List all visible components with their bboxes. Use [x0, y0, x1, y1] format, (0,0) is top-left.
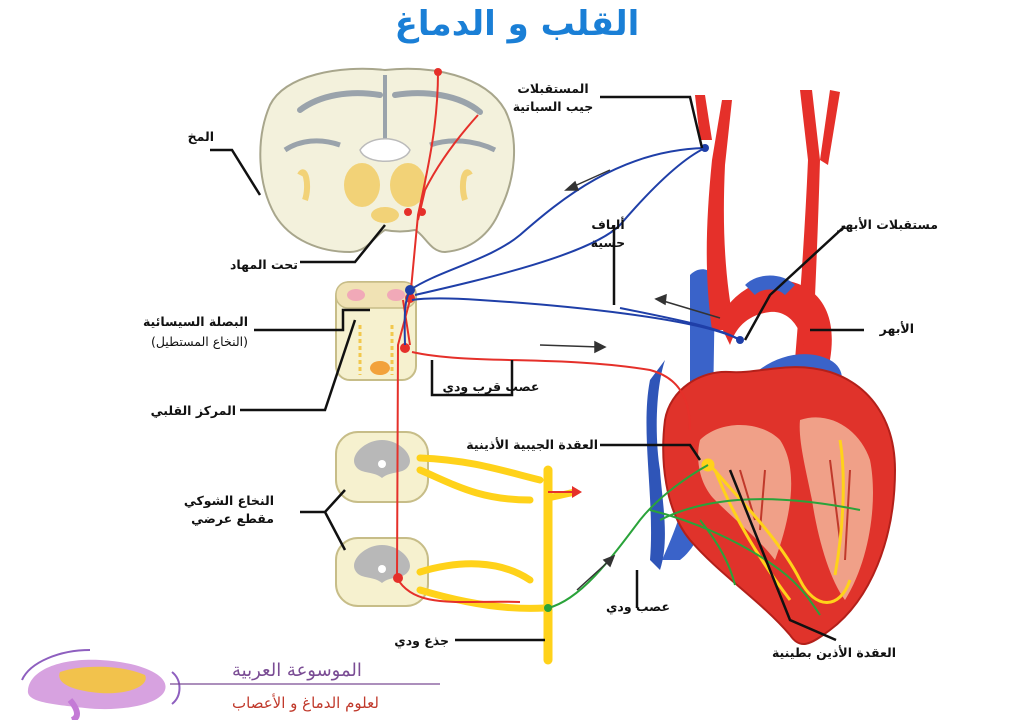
- brand-logo-icon: [21, 649, 181, 720]
- aortic-receptor-node: [736, 336, 744, 344]
- sympathetic-chain: [416, 454, 579, 665]
- leader-lines: [210, 95, 864, 642]
- medulla-node: [405, 285, 415, 295]
- label-aorta: الأبهر: [879, 321, 914, 336]
- medulla-section: [335, 281, 417, 381]
- label-sa-node: العقدة الجيبية الأذينية: [466, 437, 598, 452]
- label-av-node: العقدة الأذين بطينية: [771, 645, 896, 660]
- carotid-receptor-node: [701, 144, 709, 152]
- label-medulla: البصلة السيسائية: [142, 314, 248, 329]
- brand-tagline: لعلوم الدماغ و الأعصاب: [232, 694, 379, 712]
- efferent-nerves: [396, 71, 691, 603]
- direction-arrows: [539, 169, 721, 591]
- page-title: القلب و الدماغ: [394, 4, 640, 44]
- label-vagal-trunk: جذع ودي: [394, 633, 449, 648]
- label-cross-section: مقطع عرضي: [191, 511, 274, 526]
- spinal-cord-upper: [335, 431, 429, 503]
- label-parasympathetic-nerve: عصب قرب ودي: [442, 379, 540, 394]
- spinal-cord-lower: [335, 537, 429, 607]
- label-sensory: حسية: [590, 235, 626, 250]
- arrow-head: [572, 486, 582, 498]
- label-brain: المخ: [187, 129, 214, 144]
- label-sympathetic-nerve: عصب ودي: [605, 599, 671, 614]
- heart: [646, 90, 897, 645]
- label-spinal-cord: النخاع الشوكي: [183, 493, 274, 508]
- label-hypothalamus: تحت المهاد: [229, 257, 298, 272]
- label-sensory-fibers: ألياف: [591, 217, 625, 232]
- brain-section: [259, 67, 515, 254]
- label-aortic-receptors: مستقبلات الأبهر: [837, 217, 938, 232]
- brand-name: الموسوعة العربية: [232, 660, 362, 681]
- label-sinus-receptors: المستقبلات: [517, 81, 589, 96]
- label-carotid-sinus: جيب السباتية: [512, 99, 594, 114]
- label-cardiac-center: المركز القلبي: [150, 403, 236, 418]
- vagal-trunk-node: [544, 604, 552, 612]
- label-medulla-alt: (النخاع المستطيل): [150, 334, 248, 349]
